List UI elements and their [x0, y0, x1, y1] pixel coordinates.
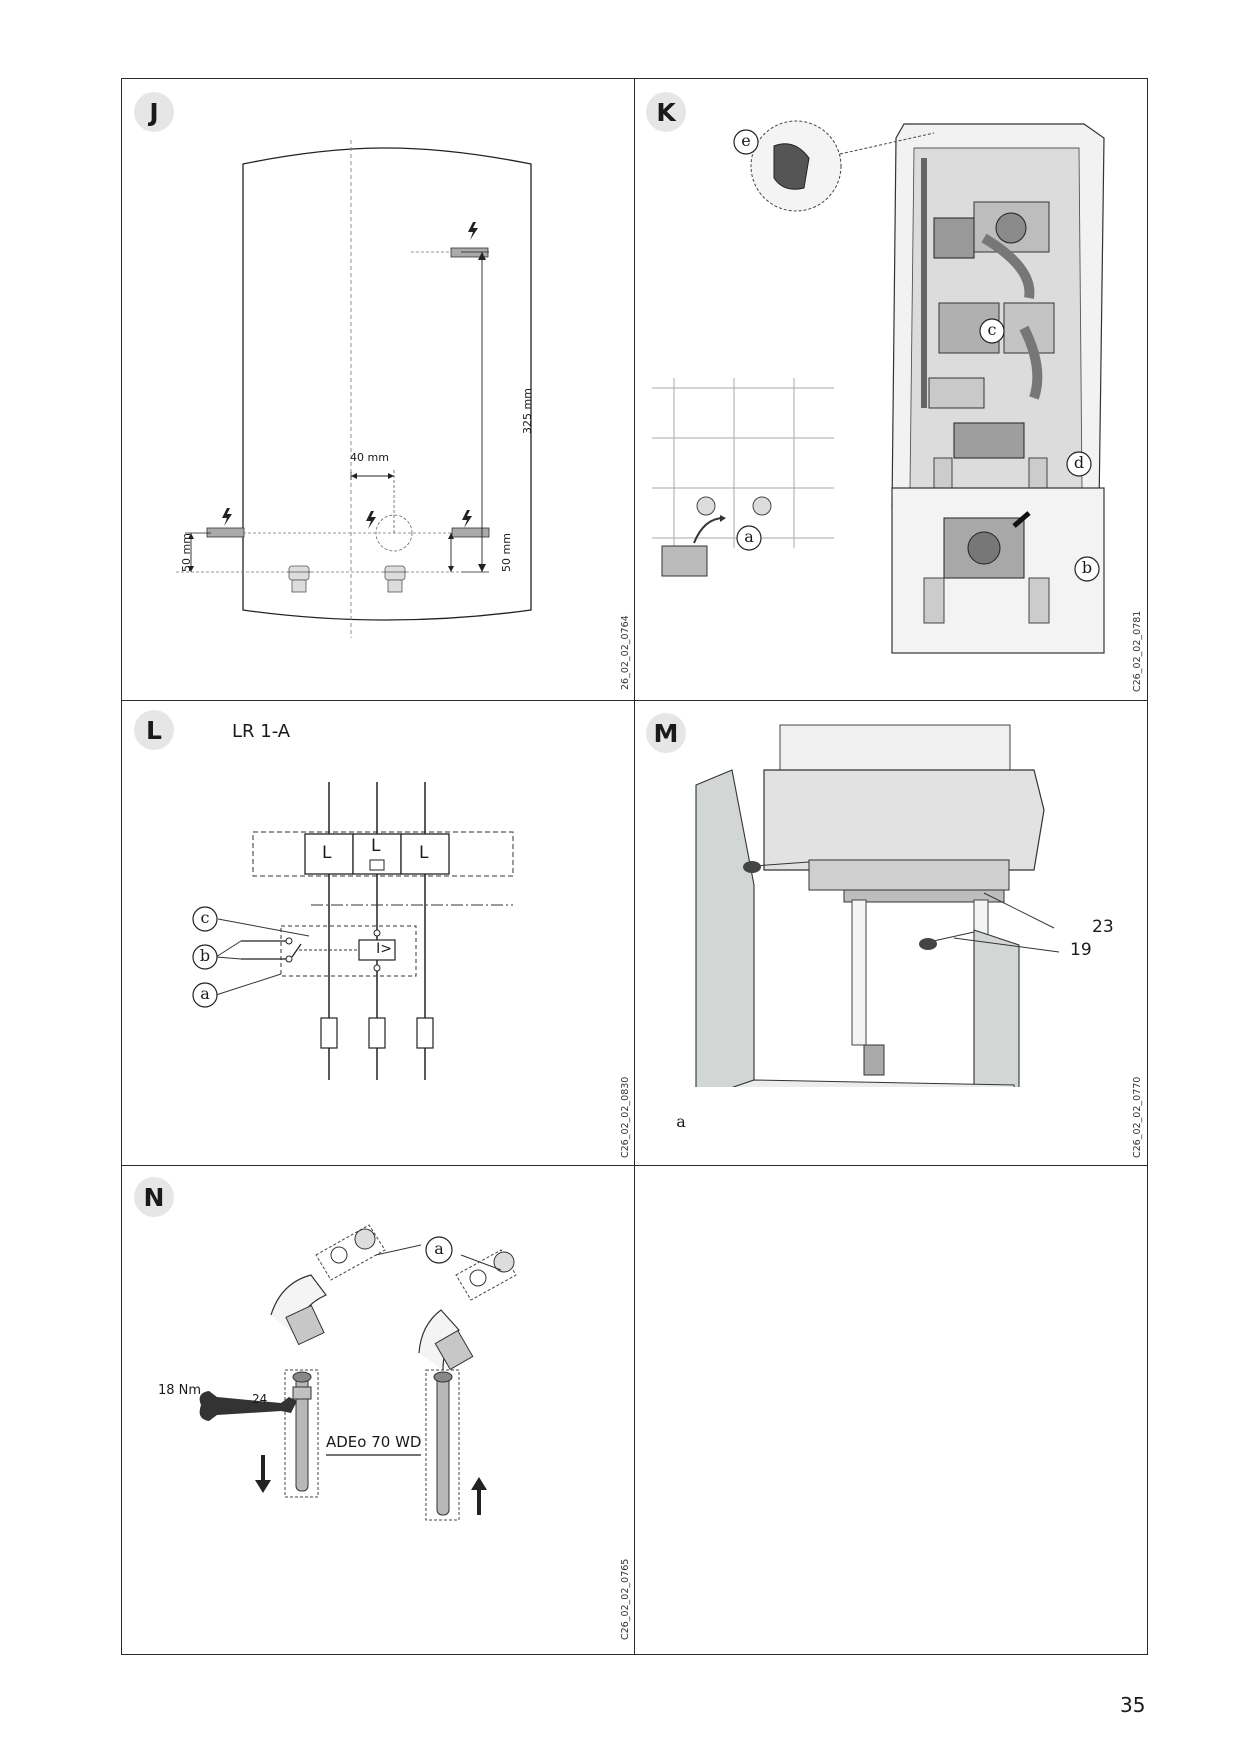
callout-b-l: b: [199, 946, 211, 965]
callout-e: e: [741, 131, 751, 150]
lightning-icon: [462, 510, 472, 528]
arrow-down-icon: [255, 1455, 271, 1493]
panel-m-letter: M: [646, 713, 686, 753]
torque-label: 18 Nm: [158, 1383, 202, 1398]
water-connection-left: [287, 565, 311, 593]
lightning-icon: [366, 511, 376, 529]
part-number-23: 23: [1092, 917, 1114, 937]
cable-entry-top: [450, 247, 489, 258]
panel-m-illustration: [695, 724, 1060, 1087]
panel-k-code: C26_02_02_0781: [1132, 610, 1143, 692]
panel-n-code: C26_02_02_0765: [620, 1558, 631, 1640]
panel-n: [122, 1166, 635, 1654]
callout-a-n: a: [434, 1239, 444, 1258]
dim-50mm-left: 50 mm: [180, 533, 193, 572]
panel-m: [635, 701, 1147, 1166]
panel-j-diagram: [176, 140, 532, 638]
page-number: 35: [1120, 1693, 1146, 1717]
wrench-icon: [199, 1391, 297, 1421]
callout-a-m: a: [676, 1112, 686, 1131]
panel-l: [122, 701, 635, 1166]
panel-l-schematic: [192, 782, 514, 1080]
product-label: ADEo 70 WD: [326, 1433, 422, 1451]
box-label-l3: L: [419, 843, 429, 863]
callout-b: b: [1081, 558, 1093, 577]
panel-l-letter: L: [134, 710, 174, 750]
box-label-l1: L: [322, 843, 332, 863]
cable-entry-right: [451, 527, 490, 538]
panel-j: [122, 79, 635, 701]
dim-40mm: 40 mm: [350, 451, 389, 464]
figure-grid: [121, 78, 1148, 1655]
lightning-icon: [222, 508, 232, 526]
panel-k: [635, 79, 1147, 701]
panel-n-illustration: [199, 1224, 517, 1521]
panel-l-code: C26_02_02_0830: [620, 1076, 631, 1158]
panel-j-code: 26_02_02_0764: [620, 615, 631, 690]
breaker-symbol: I>: [376, 941, 392, 957]
callout-d: d: [1073, 453, 1085, 472]
callout-c: c: [987, 320, 997, 339]
panel-m-code: C26_02_02_0770: [1132, 1076, 1143, 1158]
callout-a-l: a: [200, 984, 210, 1003]
panel-l-title: LR 1-A: [232, 721, 291, 742]
water-connection-right: [383, 565, 407, 593]
dim-50mm-right: 50 mm: [500, 533, 513, 572]
wrench-size-label: 24: [252, 1392, 268, 1406]
panel-k-letter: K: [646, 92, 686, 132]
dim-325mm: 325 mm: [521, 388, 534, 434]
box-label-l2: L: [371, 836, 381, 856]
heater-outline: [242, 147, 532, 621]
callout-a: a: [744, 527, 754, 546]
panel-j-letter: J: [134, 92, 174, 132]
panel-n-letter: N: [134, 1177, 174, 1217]
panel-empty: [635, 1166, 1147, 1654]
lightning-icon: [468, 222, 478, 240]
callout-c-l: c: [200, 908, 210, 927]
panel-k-illustration: [652, 120, 1105, 654]
cable-entry-left: [206, 527, 245, 538]
part-number-19: 19: [1070, 940, 1092, 960]
arrow-up-icon: [471, 1477, 487, 1515]
